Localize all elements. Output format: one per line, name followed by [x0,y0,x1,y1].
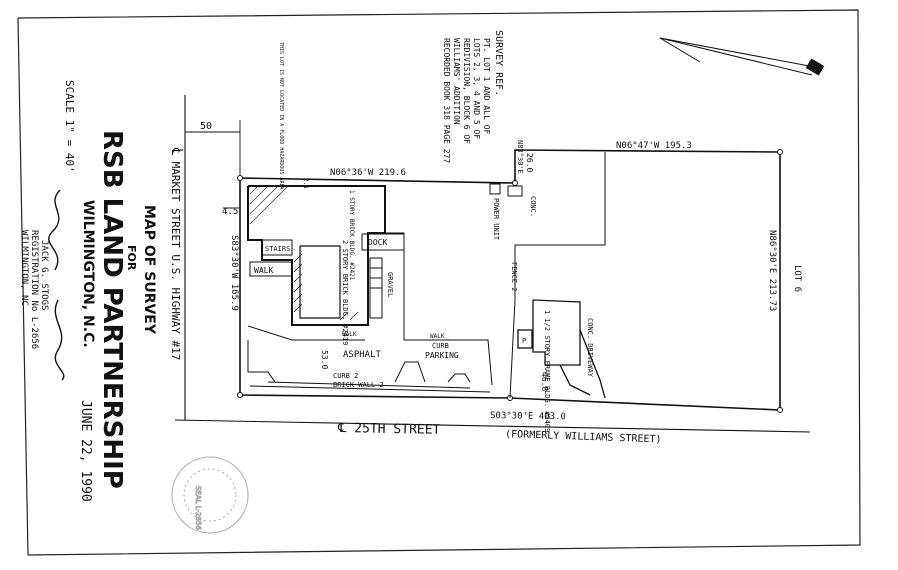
bearing-south: S03°30'E 403.0 [490,411,566,422]
jog-distance: 26.0 [525,153,534,172]
surveyor-seal-icon: SEAL L-2656 [171,456,249,534]
offset-dimension [185,120,241,209]
market-street-label: ℄ MARKET STREET U.S. HIGHWAY #17 [169,147,182,360]
bearing-west: S83°30'W 165.9 [229,235,239,311]
conc-driveway-label: CONC. DRIVEWAY [586,318,594,378]
seal-text: SEAL L-2656 [194,486,202,530]
dim-468: 46.8 [540,372,549,391]
registration-number: REGISTRATION No L-2656 [29,230,39,349]
curb-label-2: CURB 2 [333,372,358,380]
stairs-label: STAIRS [265,245,290,253]
date-label: JUNE 22, 1990 [78,400,93,502]
surveyor-name: JACK G. STOGS [39,240,49,310]
survey-ref-line: RECORDED BOOK 318 PAGE 277 [442,38,451,163]
sheet-border [17,9,861,556]
concrete-pad-label: 2.1 [302,178,309,189]
survey-ref-line: PT. LOT 1 AND ALL OF [482,38,491,135]
client-name: RSB LAND PARTNERSHIP [97,130,127,489]
walk-label-2: WALK [342,331,357,338]
twenty-fifth-street-line [174,419,811,433]
survey-ref-line: REDIVISION, BLOCK 6 OF [462,38,471,144]
lot-label: LOT 6 [792,265,802,292]
dim-53: 53.0 [320,350,329,369]
scale-label: SCALE 1" = 40' [63,80,76,173]
location-label: WILMINGTON, N.C. [80,200,96,348]
site-features [247,232,493,393]
brick-wall-label: BRICK WALL 2 [333,381,384,389]
offset-50: 50 [200,121,212,132]
east-building [517,299,606,399]
market-street-line [178,95,186,420]
bearing-north-right: N06°47'W 195.3 [616,141,692,151]
building-main-label: 2 STORY BRICK BLDG. #2419 [341,240,349,345]
power-unit-label: POWER UNIT [492,198,500,241]
gravel-label: GRAVEL [386,272,394,297]
survey-ref-line: WILLIAMS' ADDITION [452,38,461,125]
survey-reference: SURVEY REF. PT. LOT 1 AND ALL OF LOTS 2,… [442,30,504,163]
bearing-north-left: N06°36'W 219.6 [330,168,406,178]
fence-line [509,152,606,399]
corner-markers [237,149,783,413]
walk-label-3: WALK [430,333,445,340]
conc-label: CONC. [529,196,537,217]
north-arrow-icon [659,37,825,76]
property-boundary [239,149,781,411]
twenty-fifth-street-label: ℄ 25TH STREET [337,421,441,438]
survey-ref-line: LOTS 2, 3, 4 AND 5 OF [472,38,481,139]
jog-angle: N83°30'E [516,140,524,174]
curb-label-1: CURB [432,342,449,350]
for-label: FOR [125,245,138,271]
porch-label: P [522,337,526,345]
main-building [247,185,386,326]
title-block: MAP OF SURVEY FOR RSB LAND PARTNERSHIP W… [19,80,157,502]
fence-label: FENCE 2 [510,262,518,292]
offset-45: 4.5 [222,207,238,217]
parking-label: PARKING [425,351,459,360]
bearing-east: N86°30'E 213.73 [767,230,777,311]
power-unit-icon [489,183,523,197]
map-of-survey-title: MAP OF SURVEY [141,205,157,335]
dock-label: DOCK [368,238,387,247]
surveyor-city: WILMINGTON, NC [19,230,29,306]
building-hatch [249,185,359,321]
flood-note: THIS LOT IS NOT LOCATED IN A FLOOD HAZAR… [278,42,284,190]
survey-ref-title: SURVEY REF. [493,30,504,96]
building-east-label: 1 1/2 STORY FRAME BLDG. #2409 [543,310,551,432]
asphalt-label: ASPHALT [343,350,382,360]
formerly-label: (FORMERLY WILLIAMS STREET) [505,429,662,445]
surveyor-signature [48,189,65,381]
walk-label-1: WALK [254,266,273,275]
building-small-label: 1 STORY BRICK BLDG. #2421 [348,190,355,281]
